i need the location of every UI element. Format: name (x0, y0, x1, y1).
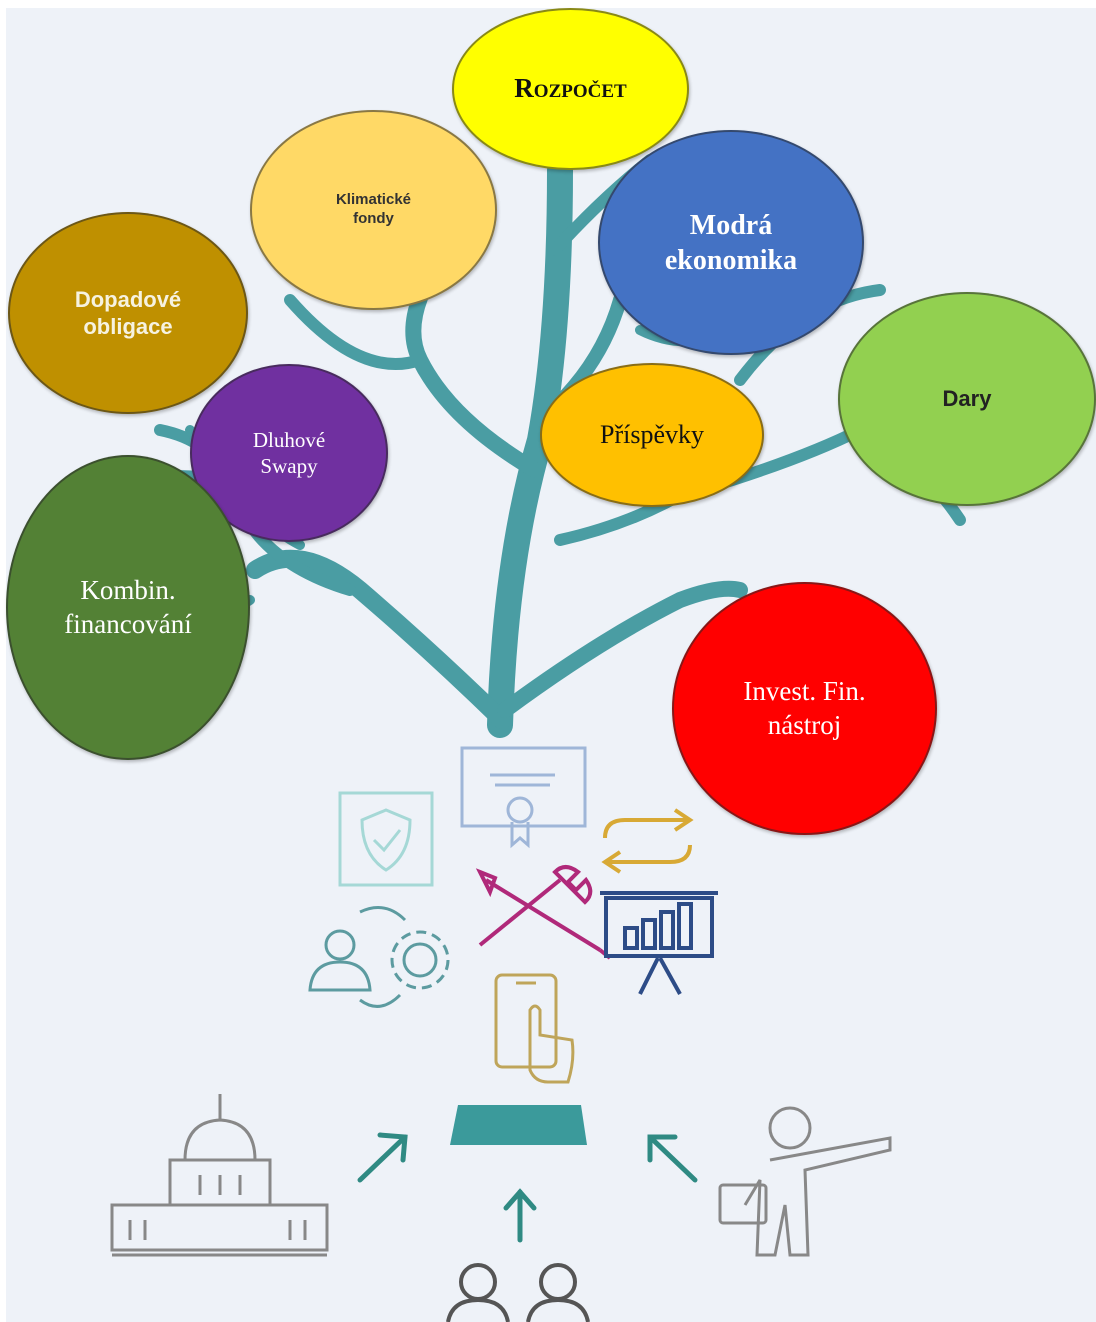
businessman-pointing-icon (718, 1106, 892, 1257)
bubble-rozpocet-label: Rozpočet (514, 73, 627, 104)
bubble-modra-ekonomika-label: Modrá ekonomika (664, 209, 798, 276)
bubble-klimaticke-fondy-label: Klimatické fondy (335, 191, 412, 227)
bubble-kombin-financovani-label: Kombin. financování (64, 574, 192, 639)
bubble-modra-ekonomika: Modrá ekonomika (598, 130, 864, 355)
shield-check-icon (338, 791, 434, 887)
bubble-rozpocet: Rozpočet (452, 8, 689, 170)
arrow-icons (357, 1132, 698, 1243)
government-building-icon (110, 1094, 329, 1257)
bubble-invest-fin-nastroj-label: Invest. Fin. nástroj (743, 675, 866, 740)
certificate-icon (460, 746, 587, 849)
tree-trunk (487, 157, 573, 738)
bubble-prispevky: Příspěvky (540, 363, 764, 507)
people-icon (446, 1263, 590, 1322)
bubble-klimaticke-fondy: Klimatické fondy (250, 110, 497, 310)
bubble-prispevky-label: Příspěvky (600, 419, 704, 449)
person-gear-icon (308, 906, 450, 1008)
tools-icon (475, 865, 612, 960)
bubble-kombin-financovani: Kombin. financování (6, 455, 250, 760)
bubble-dluhove-swapy-label: Dluhové Swapy (252, 427, 326, 478)
exchange-arrows-icon (601, 808, 694, 874)
bubble-dopadove-obligace: Dopadové obligace (8, 212, 248, 414)
bubble-dary: Dary (838, 292, 1096, 506)
bubble-dary-label: Dary (942, 386, 992, 412)
funnel-icon (450, 1105, 587, 1145)
smartphone-tap-icon (494, 973, 575, 1084)
presentation-chart-icon (600, 891, 718, 995)
bubble-dopadove-obligace-label: Dopadové obligace (74, 286, 182, 340)
bubble-invest-fin-nastroj: Invest. Fin. nástroj (672, 582, 937, 835)
